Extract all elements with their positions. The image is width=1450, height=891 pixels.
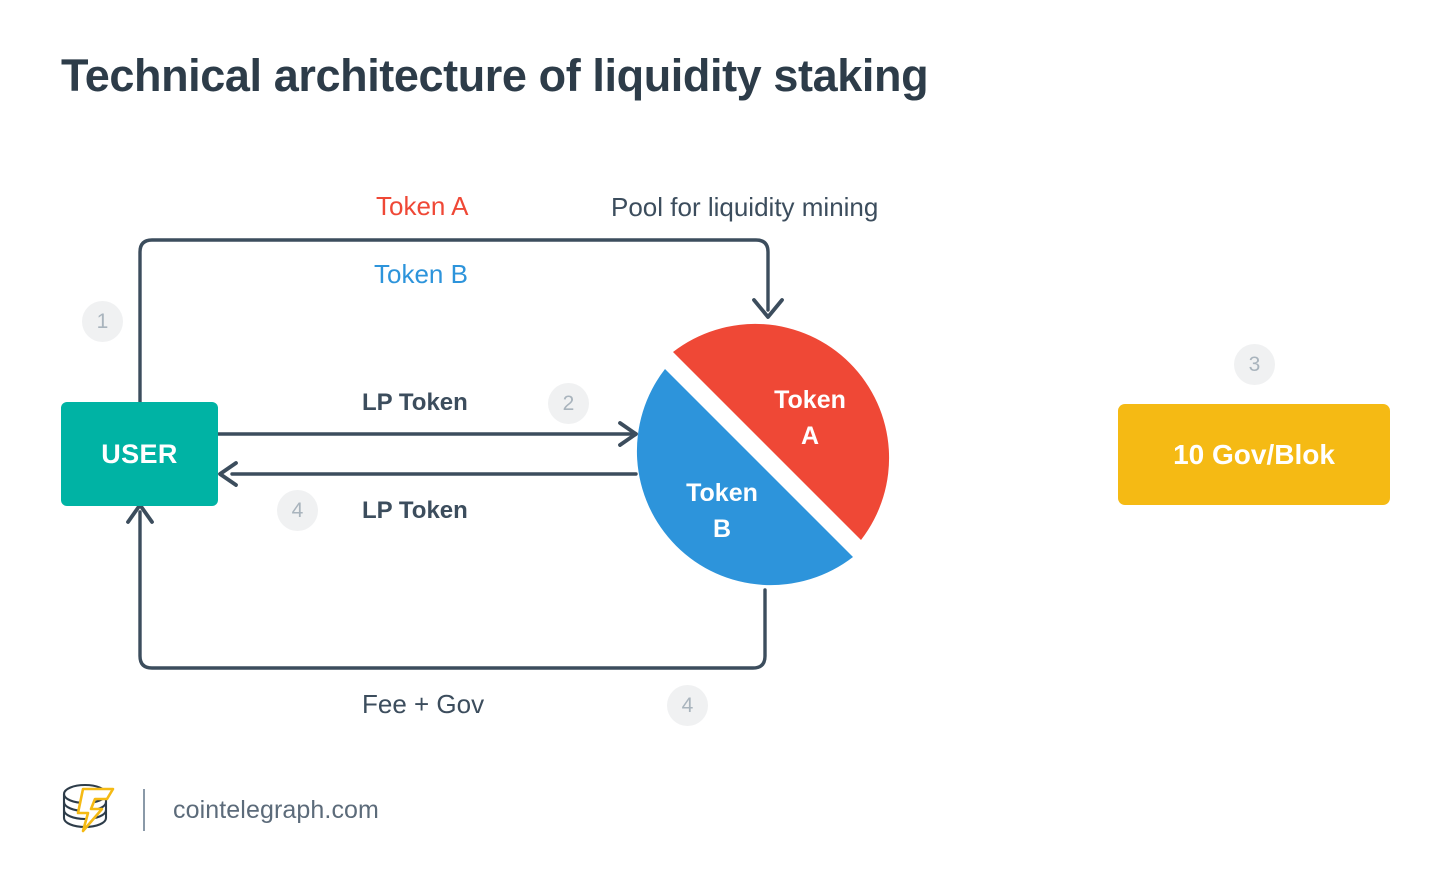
label-pool-for-liquidity-mining: Pool for liquidity mining	[611, 192, 879, 222]
flow-path-lp-out	[216, 421, 638, 447]
step-badge-4-lp-return: 4	[277, 490, 318, 531]
label-token-b: Token B	[374, 259, 468, 289]
flow-path-deposit	[138, 238, 784, 404]
footer: cointelegraph.com	[61, 780, 379, 840]
label-lp-token-in: LP Token	[362, 497, 468, 524]
gov-reward-label: 10 Gov/Blok	[1173, 438, 1335, 470]
step-badge-3: 3	[1234, 344, 1275, 385]
user-node-label: USER	[101, 438, 178, 469]
label-lp-token-out: LP Token	[362, 389, 468, 416]
pie-slice-token-a-label: Token A	[774, 386, 846, 451]
liquidity-pool-pie-chart	[636, 323, 890, 586]
footer-divider	[143, 789, 145, 831]
user-node: USER	[61, 402, 218, 506]
pie-slice-token-b-label: Token B	[686, 479, 758, 544]
label-fee-plus-gov: Fee + Gov	[362, 689, 485, 719]
step-badge-1: 1	[82, 301, 123, 342]
gov-reward-node: 10 Gov/Blok	[1118, 404, 1390, 505]
footer-url: cointelegraph.com	[173, 795, 379, 824]
pie-slice-token-a	[673, 323, 890, 540]
step-badge-2: 2	[548, 383, 589, 424]
footer-logo-slot	[61, 782, 117, 838]
cointelegraph-coin-stack-icon	[62, 783, 115, 833]
page-title: Technical architecture of liquidity stak…	[61, 50, 929, 101]
pie-slice-token-b	[636, 369, 853, 586]
label-token-a: Token A	[376, 191, 469, 221]
step-badge-4-fee-gov: 4	[667, 685, 708, 726]
flow-path-lp-in	[218, 461, 638, 487]
